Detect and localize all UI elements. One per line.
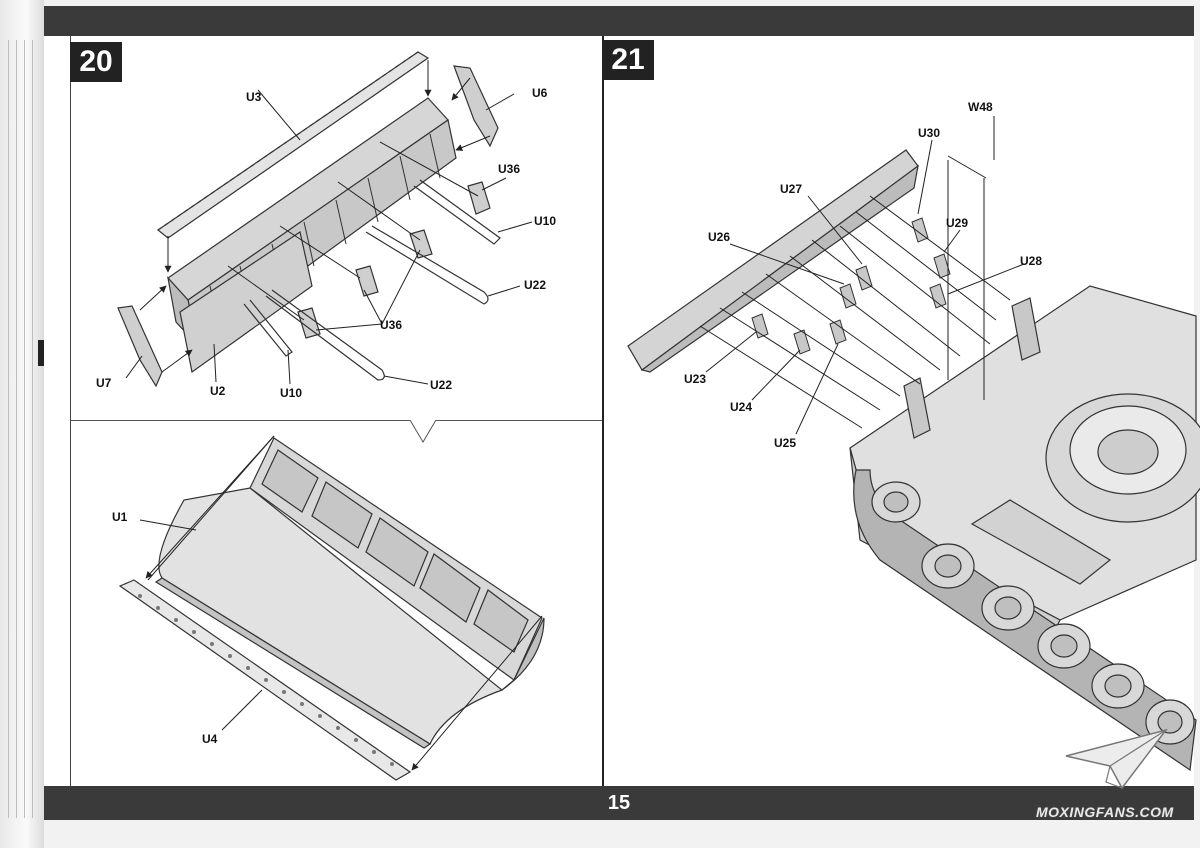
callout-u22-bottom: U22 <box>430 378 453 392</box>
callout-u24: U24 <box>730 400 753 414</box>
step-20-badge: 20 <box>70 42 122 82</box>
step20-blade-frame <box>117 51 501 388</box>
callout-u36-right: U36 <box>498 162 521 176</box>
step20-blade-assembly <box>118 437 545 781</box>
callout-u26: U26 <box>708 230 731 244</box>
watermark-text: MOXINGFANS.COM <box>1036 804 1174 820</box>
step-divider-vertical <box>602 36 604 786</box>
book-spine <box>0 0 44 848</box>
page-left-edge <box>70 36 71 786</box>
step21-vehicle <box>627 149 1200 772</box>
callout-u2: U2 <box>210 384 226 398</box>
step-21-badge: 21 <box>602 40 654 80</box>
callout-u4: U4 <box>202 732 218 746</box>
callout-u10-bottom: U10 <box>280 386 303 400</box>
bottom-bar: 15 <box>44 786 1194 820</box>
callout-u7: U7 <box>96 376 112 390</box>
callout-u27: U27 <box>780 182 803 196</box>
callout-u23: U23 <box>684 372 707 386</box>
callout-u25: U25 <box>774 436 797 450</box>
part-u7-endplate <box>117 305 163 388</box>
part-u6-endplate <box>453 65 499 148</box>
callout-u22-right: U22 <box>524 278 547 292</box>
part-u3-strip <box>156 51 430 239</box>
callout-u10-right: U10 <box>534 214 557 228</box>
callout-u29: U29 <box>946 216 969 230</box>
callout-u36-center: U36 <box>380 318 403 332</box>
page-number: 15 <box>607 792 631 814</box>
callout-u3: U3 <box>246 90 262 104</box>
step-divider-horizontal <box>70 420 602 421</box>
top-bar <box>44 6 1194 36</box>
callout-u30: U30 <box>918 126 941 140</box>
callout-u28: U28 <box>1020 254 1043 268</box>
callout-u6: U6 <box>532 86 548 100</box>
callout-w48: W48 <box>968 100 993 114</box>
paper-plane-logo-icon <box>1065 728 1168 790</box>
divider-notch <box>409 420 437 443</box>
callout-u1: U1 <box>112 510 128 524</box>
